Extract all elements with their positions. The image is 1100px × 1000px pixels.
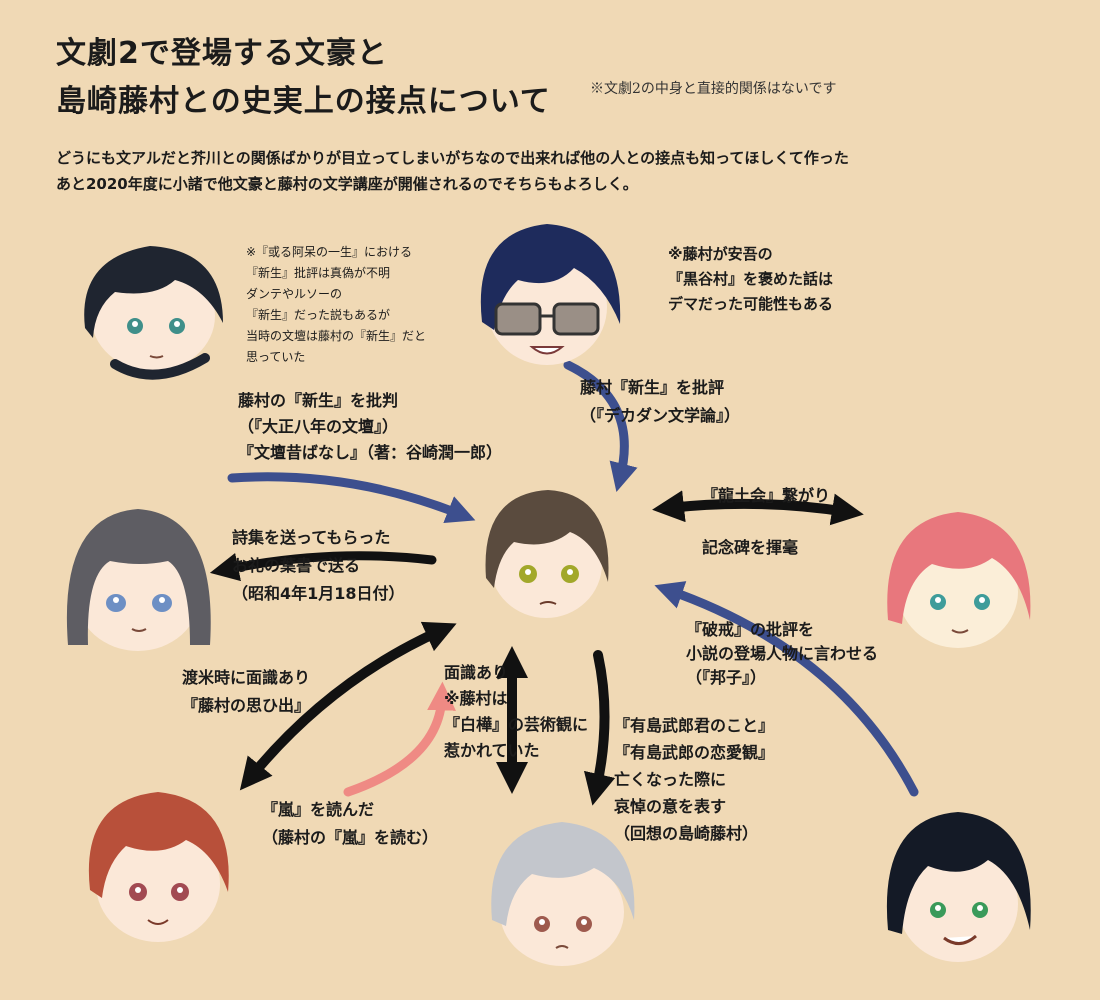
arrow-tanizaki-to-toson: [227, 472, 476, 523]
arrow-noguchi-toson: [239, 621, 457, 791]
arrow-toson-to-hagiwara: [209, 551, 437, 582]
arrow-arashi-to-toson: [343, 681, 456, 797]
note-ango: ※藤村が安吾の 『黒谷村』を褒めた話は デマだった可能性もある: [668, 245, 834, 313]
portrait-arishima: [491, 822, 635, 966]
arrow-dazai-to-toson: [654, 581, 919, 797]
portrait-ango: [480, 224, 621, 365]
portrait-toson: [485, 490, 609, 618]
label-arashi: 『嵐』を読んだ （藤村の『嵐』を読む）: [262, 800, 439, 847]
arrow-ango-to-toson: [563, 360, 638, 492]
label-noguchi: 渡米時に面識あり 『藤村の思ひ出』: [182, 668, 311, 715]
label-kitahara: 『龍土会』繋がり 記念碑を揮毫: [702, 486, 831, 557]
portrait-akutagawa: [84, 246, 224, 380]
portrait-hagiwara: [66, 509, 211, 651]
page-title: 文劇2で登場する文豪と 島崎藤村との史実上の接点について: [56, 30, 551, 126]
arrow-toson-to-arishima: [583, 650, 616, 806]
label-mushanokoji: 面識あり ※藤村は 『白樺』の芸術観に 惹かれていた: [444, 663, 589, 760]
note-akutagawa: ※『或る阿呆の一生』における 『新生』批評は真偽が不明 ダンテやルソーの 『新生…: [246, 245, 427, 364]
intro-text: どうにも文アルだと芥川との関係ばかりが目立ってしまいがちなので出来れば他の人との…: [56, 145, 1066, 197]
label-ango: 藤村『新生』を批評 （『デカダン文学論』）: [580, 378, 741, 425]
intro-line-2: あと2020年度に小諸で他文豪と藤村の文学講座が開催されるのでそちらもよろしく。: [56, 175, 638, 193]
arrow-toson-kitahara: [652, 490, 864, 526]
label-dazai: 『破戒』の批評を 小説の登場人物に言わせる （『邦子』）: [686, 620, 879, 687]
portrait-kitahara: [887, 512, 1031, 648]
title-line-1: 文劇2で登場する文豪と: [56, 36, 388, 71]
label-hagiwara: 詩集を送ってもらった お礼の葉書で送る （昭和4年1月18日付）: [232, 528, 405, 603]
intro-line-1: どうにも文アルだと芥川との関係ばかりが目立ってしまいがちなので出来れば他の人との…: [56, 149, 849, 167]
title-line-2: 島崎藤村との史実上の接点について: [56, 84, 551, 119]
portrait-noguchi: [88, 792, 229, 942]
label-tanizaki: 藤村の『新生』を批判 （『大正八年の文壇』） 『文壇昔ばなし』（著：谷崎潤一郎）: [238, 391, 503, 462]
disclaimer-note: ※文劇2の中身と直接的関係はないです: [590, 81, 837, 97]
label-arishima: 『有島武郎君のこと』 『有島武郎の恋愛観』 亡くなった際に 哀悼の意を表す （回…: [614, 716, 775, 843]
portrait-dazai: [886, 812, 1031, 962]
